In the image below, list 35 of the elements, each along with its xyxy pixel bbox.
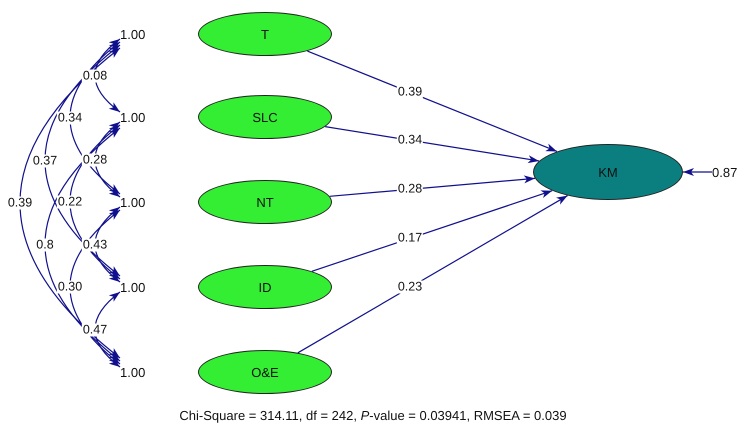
caption: Chi-Square = 314.11, df = 242, P-value = 0.03941, RMSEA = 0.039 bbox=[178, 408, 568, 423]
variance-value: 1.00 bbox=[120, 22, 156, 46]
arrow bbox=[298, 195, 568, 354]
edge-label: 0.34 bbox=[396, 134, 424, 147]
error-variance-value: 0.87 bbox=[712, 160, 744, 184]
ellipse-node: KM bbox=[533, 144, 683, 200]
variance-value: 1.00 bbox=[120, 105, 156, 129]
variance-value: 1.00 bbox=[120, 275, 156, 299]
double-headed-arrow bbox=[44, 128, 120, 362]
arrow bbox=[307, 50, 558, 152]
edge-label: 0.47 bbox=[82, 323, 108, 336]
variance-value: 1.00 bbox=[120, 190, 156, 214]
edge-label: 0.39 bbox=[396, 86, 424, 99]
edge-label: 0.17 bbox=[396, 232, 424, 245]
double-headed-arrow bbox=[20, 48, 120, 358]
edge-label: 0.28 bbox=[396, 182, 424, 196]
edge-label: 0.43 bbox=[82, 238, 108, 251]
ellipse-node: ID bbox=[198, 265, 332, 309]
ellipse-node: T bbox=[198, 12, 332, 56]
variance-value: 1.00 bbox=[120, 360, 156, 384]
ellipse-node: NT bbox=[198, 180, 332, 224]
edge-label: 0.34 bbox=[56, 112, 84, 124]
edge-label: 0.08 bbox=[82, 69, 108, 82]
edge-label: 0.39 bbox=[6, 196, 34, 210]
edge-label: 0.8 bbox=[35, 238, 55, 251]
ellipse-node: SLC bbox=[198, 95, 332, 139]
edge-label: 0.22 bbox=[56, 196, 84, 208]
edge-label: 0.23 bbox=[396, 280, 424, 294]
edge-label: 0.28 bbox=[82, 153, 108, 166]
arrow bbox=[325, 126, 540, 164]
arrow bbox=[683, 168, 712, 176]
edge-label: 0.37 bbox=[32, 154, 58, 167]
arrow bbox=[312, 190, 552, 272]
ellipse-node: O&E bbox=[198, 350, 332, 394]
edge-label: 0.30 bbox=[56, 280, 84, 294]
